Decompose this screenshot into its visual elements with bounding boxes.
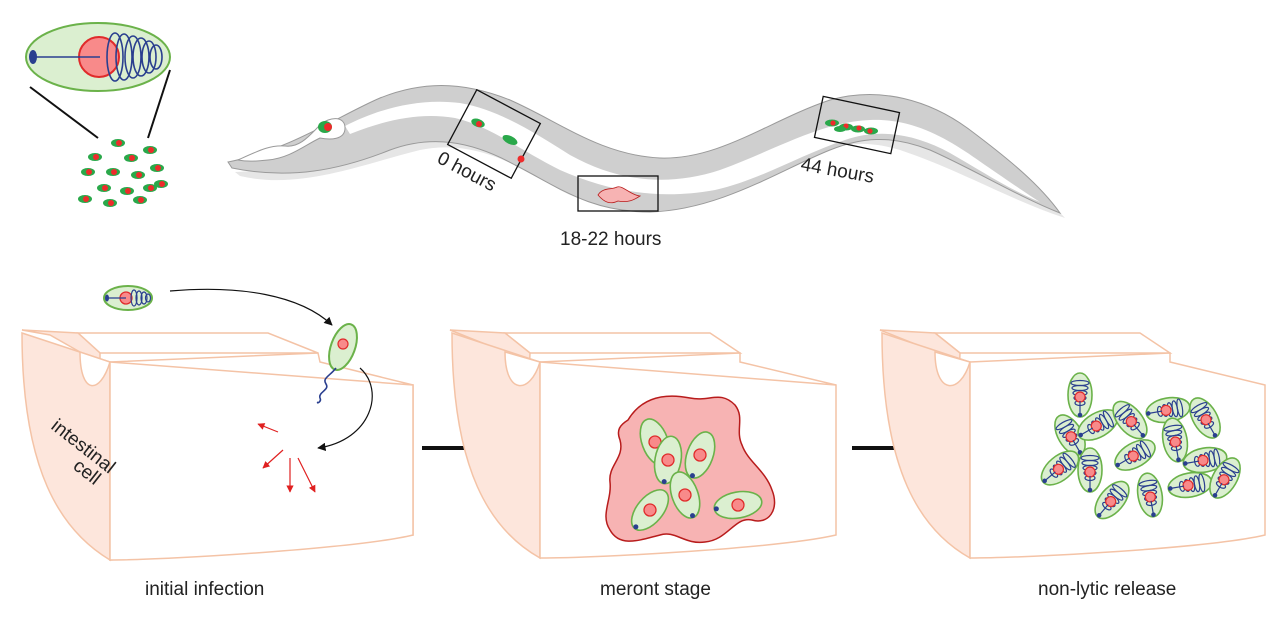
arrow-spore-to-cell	[169, 288, 333, 326]
small-spore	[131, 171, 145, 179]
mature-spore	[1136, 472, 1164, 518]
mature-spore	[1067, 372, 1093, 418]
meront-spore	[684, 431, 716, 479]
small-spore	[133, 196, 147, 204]
small-spore	[81, 168, 95, 176]
small-spore	[88, 153, 102, 161]
label-18-22-hours: 18-22 hours	[560, 229, 661, 250]
panel-initial-infection: intestinal cell	[21, 329, 414, 562]
box-44-hours	[813, 95, 901, 155]
label-non-lytic-release: non-lytic release	[1038, 579, 1176, 600]
small-spore	[124, 154, 138, 162]
mature-spore	[1145, 396, 1191, 424]
mature-spore	[1094, 480, 1130, 520]
small-spore	[143, 184, 157, 192]
small-spore	[106, 168, 120, 176]
meront-spore	[653, 435, 683, 485]
mature-spore	[1114, 439, 1156, 471]
small-spore	[150, 164, 164, 172]
c-elegans-worm	[227, 85, 1065, 218]
mature-spore	[1189, 397, 1221, 439]
label-meront-stage: meront stage	[600, 579, 711, 600]
label-44-hours: 44 hours	[799, 154, 875, 188]
small-spore	[154, 180, 168, 188]
spore-zoom-inset	[25, 22, 171, 139]
mature-spore	[1054, 414, 1086, 456]
mature-spore	[1161, 417, 1189, 463]
small-spore	[97, 184, 111, 192]
box-18-22-hours	[577, 175, 659, 212]
meront-spore	[669, 471, 701, 519]
mature-spore	[1167, 471, 1213, 499]
mature-spore	[1077, 447, 1103, 493]
small-spore	[103, 199, 117, 207]
label-initial-infection: initial infection	[145, 579, 264, 600]
spore-cluster	[78, 139, 168, 207]
germinating-spore	[316, 323, 373, 452]
mature-spore	[1112, 400, 1148, 440]
incoming-spore	[103, 285, 153, 311]
sporoplasm-injection-arrows	[257, 423, 316, 493]
small-spore	[120, 187, 134, 195]
meront-spores	[630, 418, 763, 531]
meront-spore	[713, 490, 763, 520]
mature-spore	[1040, 450, 1080, 486]
small-spore	[111, 139, 125, 147]
meront-spore	[630, 489, 670, 531]
box-0-hours	[446, 88, 542, 180]
mature-spore	[1209, 457, 1241, 499]
small-spore	[143, 146, 157, 154]
mature-spores	[1040, 372, 1241, 520]
mature-spore	[1077, 409, 1119, 441]
small-spore	[78, 195, 92, 203]
